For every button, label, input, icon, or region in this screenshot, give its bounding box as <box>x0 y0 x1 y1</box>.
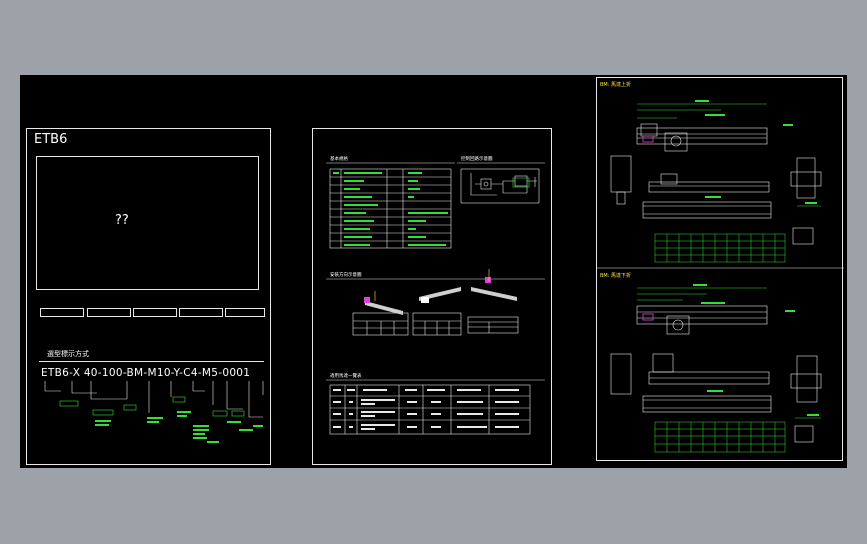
right-sheet: BM: 馬達上折 BM: 馬達下折 <box>596 77 844 461</box>
spec-heading: 基本規格 <box>330 157 348 162</box>
right-drawings <box>597 100 844 453</box>
option-button[interactable] <box>179 308 223 317</box>
sheet-title: ETB6 <box>34 132 68 147</box>
model-code-heading: 選型標示方式 <box>47 350 89 358</box>
cad-canvas[interactable]: ETB6 ?? 選型標示方式 ETB6-X 40-100-BM-M10-Y-C4… <box>20 75 847 468</box>
option-button[interactable] <box>87 308 131 317</box>
preview-frame <box>36 156 259 290</box>
option-button[interactable] <box>133 308 177 317</box>
middle-sheet: 基本規格 控制回路示意圖 安裝方向示意圖 適用馬達一覽表 <box>312 128 552 465</box>
model-code: ETB6-X 40-100-BM-M10-Y-C4-M5-0001 <box>41 367 251 379</box>
bottom-view-title: BM: 馬達下折 <box>600 273 632 279</box>
circuit-heading: 控制回路示意圖 <box>461 157 493 162</box>
mounting-heading: 安裝方向示意圖 <box>330 273 362 278</box>
model-code-callouts <box>44 381 264 443</box>
top-view-title: BM: 馬達上折 <box>600 82 632 88</box>
left-sheet: ETB6 ?? 選型標示方式 ETB6-X 40-100-BM-M10-Y-C4… <box>26 128 271 465</box>
preview-text: ?? <box>115 213 129 228</box>
option-button[interactable] <box>40 308 84 317</box>
motor-heading: 適用馬達一覽表 <box>330 374 362 379</box>
middle-drawings <box>326 162 545 435</box>
option-button[interactable] <box>225 308 265 317</box>
heading-rule <box>39 361 264 362</box>
